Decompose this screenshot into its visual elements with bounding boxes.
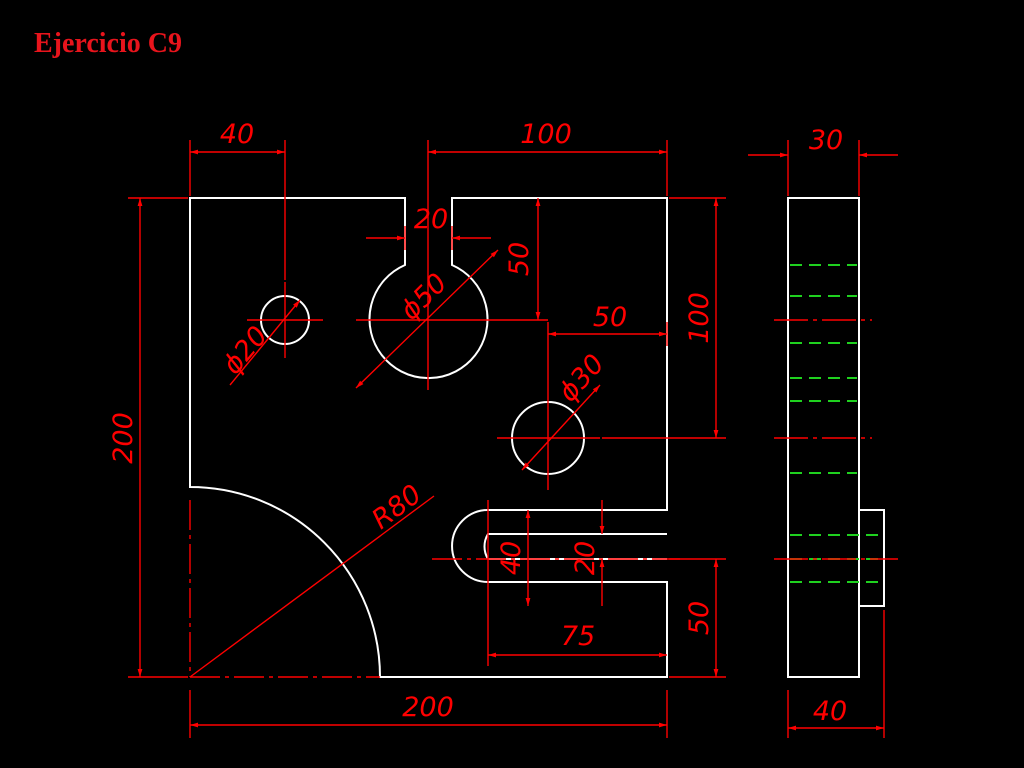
- label-phi20: ϕ20: [217, 321, 274, 381]
- label-100-top: 100: [520, 119, 572, 150]
- label-40-top: 40: [220, 119, 254, 150]
- label-200-left: 200: [108, 412, 139, 464]
- label-20-slot: 20: [570, 541, 601, 575]
- label-30-side: 30: [809, 125, 843, 156]
- label-200-bottom: 200: [402, 692, 454, 723]
- dim-line-r80: [189, 495, 435, 678]
- label-100-right: 100: [684, 292, 715, 344]
- slide-title: Ejercicio C9: [34, 28, 182, 59]
- dim-line-phi50: [355, 249, 499, 389]
- dimension-labels: 40 100 20 50 ϕ50 ϕ20 50 ϕ30 100 200 R80 …: [108, 119, 847, 727]
- label-40-slot: 40: [496, 541, 527, 575]
- label-50-mid: 50: [593, 302, 627, 333]
- label-phi50: ϕ50: [395, 268, 454, 327]
- label-40-side: 40: [813, 696, 847, 727]
- label-phi30: ϕ30: [553, 349, 611, 409]
- dim-line-phi20: [229, 299, 301, 386]
- extension-lines: [128, 140, 885, 738]
- label-20-notch: 20: [414, 204, 448, 235]
- dim-line-phi30: [521, 384, 601, 471]
- label-50-right: 50: [684, 601, 715, 635]
- side-view-hidden-lines: [790, 264, 882, 583]
- label-50-notch: 50: [504, 242, 535, 276]
- side-view-center-lines: [774, 319, 898, 560]
- dimension-lines: [137, 149, 898, 731]
- label-75: 75: [561, 621, 595, 652]
- label-r80: R80: [366, 479, 427, 536]
